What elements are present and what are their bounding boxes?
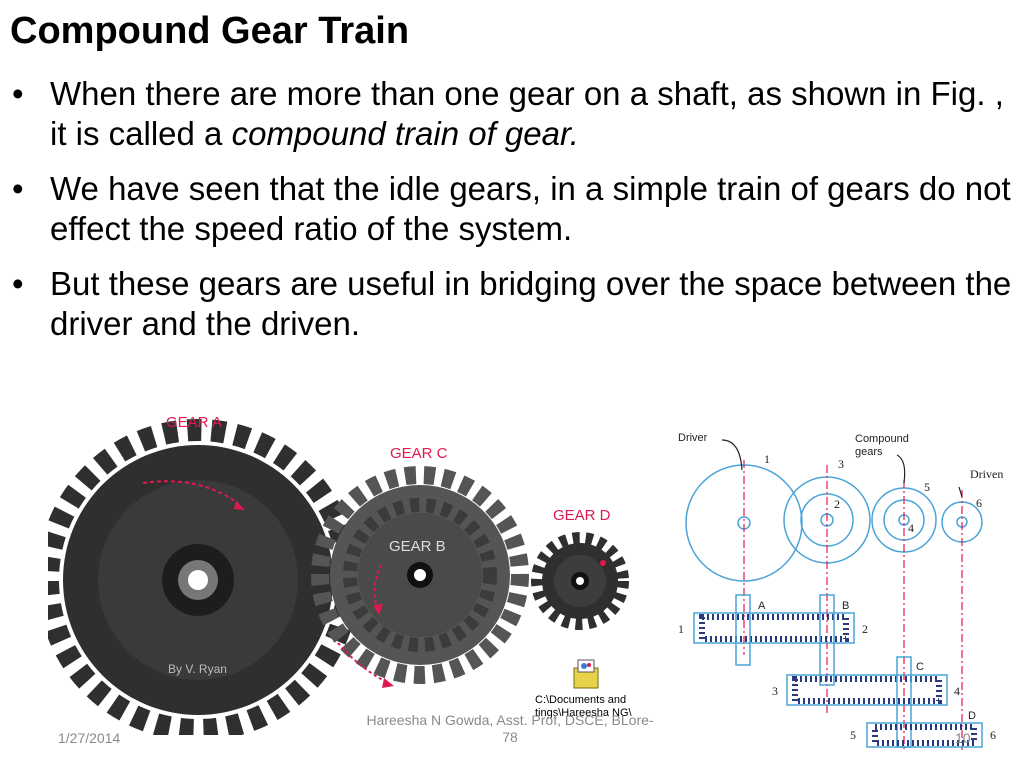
gear-number-4: 4 [908,521,914,535]
footer-author: Hareesha N Gowda, Asst. Prof, DSCE, BLor… [360,712,660,746]
rack-number-2: 2 [862,622,868,636]
compound-gear-diagram: Driver Compound gears Driven 1 2 3 4 5 6… [678,432,1003,750]
rack-ab [693,594,855,686]
page-number: 10 [955,730,971,746]
bullet-dot: • [12,265,24,302]
footer-date: 1/27/2014 [58,730,121,746]
credit-label: By V. Ryan [168,662,227,676]
gear-train-illustration: GEAR A By V. Ryan GEAR C GEAR B GEAR D [48,414,629,735]
gear-b-label: GEAR B [389,538,446,555]
gear-d [531,532,629,630]
rack-number-3: 3 [772,684,778,698]
compound-label: Compound [855,433,909,445]
embedded-file-caption[interactable]: C:\Documents and tings\Hareesha NG\ [535,694,655,720]
footer-author-line-2: 78 [502,729,518,745]
caption-line-1: C:\Documents and [535,694,627,706]
bullet-list: • When there are more than one gear on a… [12,74,1012,359]
embedded-file-icon[interactable] [570,656,604,690]
rack-c [786,656,948,748]
gear-a-label: GEAR A [166,414,222,431]
gear-number-3: 3 [838,457,844,471]
bullet-item: • We have seen that the idle gears, in a… [12,169,1012,249]
bullet-italic-text: compound train of gear. [231,115,579,152]
slide-title: Compound Gear Train [10,10,410,52]
rack-number-5: 5 [850,728,856,742]
footer-author-line-1: Hareesha N Gowda, Asst. Prof, DSCE, BLor… [366,712,654,728]
gear-number-2: 2 [834,497,840,511]
bullet-text: When there are more than one gear on a s… [50,75,1004,152]
gear-number-5: 5 [924,480,930,494]
bullet-dot: • [12,75,24,112]
rack-number-1: 1 [678,622,684,636]
gear-number-6: 6 [976,496,982,510]
label-d: D [968,710,976,722]
rack-d [866,722,983,748]
gear-b [337,498,497,688]
label-b: B [842,600,849,612]
caption-line-2: tings\Hareesha NG\ [535,707,632,719]
gear-a [48,419,359,735]
rack-number-6: 6 [990,728,996,742]
rack-number-4: 4 [954,684,960,698]
label-a: A [758,600,766,612]
gear-number-1: 1 [764,452,770,466]
compound-label-gears: gears [855,446,883,458]
driven-label: Driven [970,467,1003,481]
bullet-item: • When there are more than one gear on a… [12,74,1012,154]
label-c: C [916,661,924,673]
bullet-text: We have seen that the idle gears, in a s… [50,170,1011,247]
gear-d-label: GEAR D [553,507,611,524]
bullet-dot: • [12,170,24,207]
bullet-text: But these gears are useful in bridging o… [50,265,1012,342]
gear-c-label: GEAR C [390,445,448,462]
driver-label: Driver [678,432,708,444]
bullet-item: • But these gears are useful in bridging… [12,264,1012,344]
